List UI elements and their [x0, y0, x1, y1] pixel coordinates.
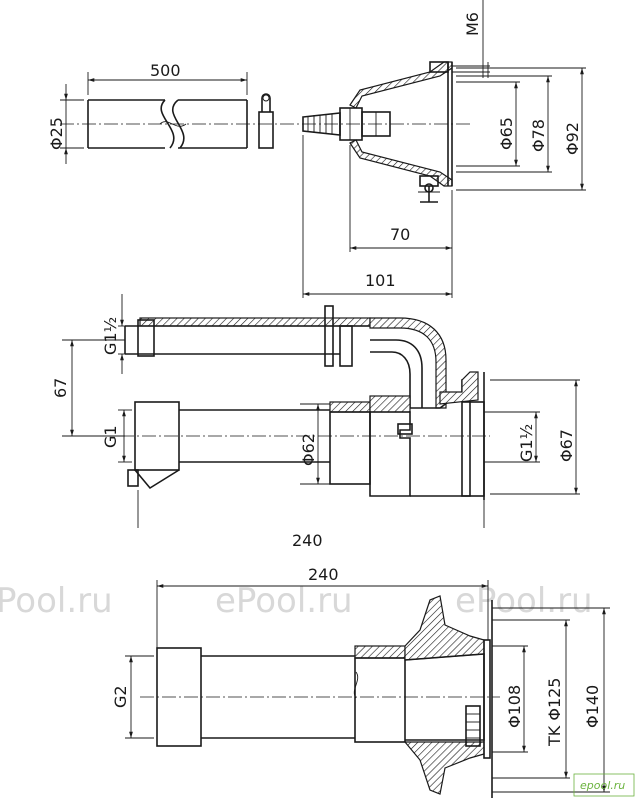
corner-logo: epool.ru — [573, 773, 635, 797]
pipe-clip — [258, 93, 274, 149]
watermark-group: Pool.ru ePool.ru ePool.ru — [0, 581, 593, 621]
dimensions-middle: G1½ 67 G1 Φ62 G1½ Φ67 240 — [51, 294, 580, 550]
view-bottom: 240 G2 — [111, 565, 610, 798]
dim-101: 101 — [365, 271, 396, 290]
dim-g2: G2 — [111, 685, 130, 708]
dim-d62: Φ62 — [299, 433, 318, 466]
dim-length-500: 500 — [150, 61, 181, 80]
dim-g1: G1 — [101, 425, 120, 448]
dim-pipe-dia: Φ25 — [47, 117, 66, 150]
dim-d65: Φ65 — [497, 117, 516, 150]
watermark-center: ePool.ru — [215, 581, 353, 621]
elbow — [369, 317, 447, 409]
dimensions-bottom-right: G2 Φ108 TK Φ125 Φ140 — [111, 607, 610, 793]
dim-70: 70 — [390, 225, 410, 244]
dim-240-middle: 240 — [292, 531, 323, 550]
dim-d108: Φ108 — [505, 685, 524, 728]
dim-d92: Φ92 — [563, 122, 582, 155]
bottom-body — [140, 595, 500, 798]
dim-d140: Φ140 — [583, 685, 602, 728]
watermark-right: ePool.ru — [455, 581, 593, 621]
watermark-left: Pool.ru — [0, 581, 113, 621]
dim-67-left: 67 — [51, 378, 70, 398]
upper-pipe — [124, 305, 371, 367]
dim-tk125: TK Φ125 — [545, 678, 564, 747]
dim-thread-m6: M6 — [463, 12, 482, 36]
dimensions-top: 500 Φ25 M6 Φ65 Φ78 Φ92 — [47, 0, 586, 298]
dim-g-half: G1½ — [101, 317, 120, 355]
dim-240-bottom: 240 — [308, 565, 339, 584]
dimensions-bottom: 240 — [156, 565, 489, 650]
nozzle-bowl — [349, 61, 453, 203]
dim-g1-half: G1½ — [517, 424, 536, 462]
hose-connector — [302, 107, 391, 141]
view-middle: G1½ 67 G1 Φ62 G1½ Φ67 240 — [51, 294, 580, 550]
dim-d78: Φ78 — [529, 119, 548, 152]
corner-logo-text: epool.ru — [580, 779, 625, 792]
view-top: 500 Φ25 M6 Φ65 Φ78 Φ92 — [47, 0, 586, 298]
lower-body — [120, 371, 490, 500]
dim-d67: Φ67 — [557, 429, 576, 462]
